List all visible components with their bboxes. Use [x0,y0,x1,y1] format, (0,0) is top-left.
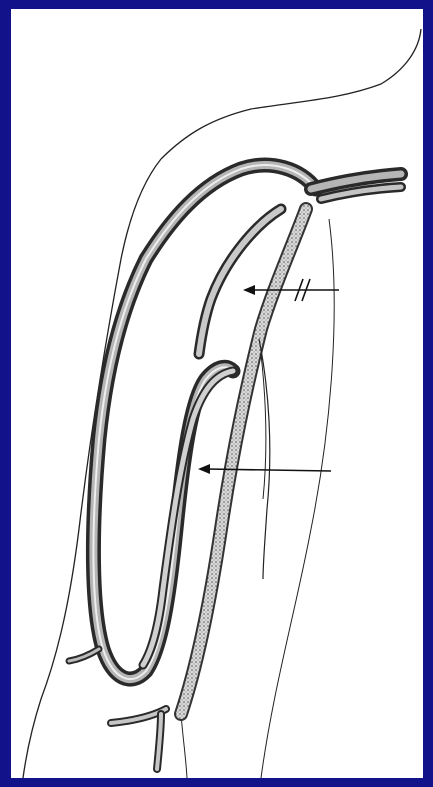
nerve-line-icon [259,339,270,579]
ligated-graft-segment-fill [199,209,281,354]
arm-outline-upper-icon [161,29,421,159]
illustration-panel [11,9,423,778]
ligated-graft-segment-icon [199,209,281,354]
forearm-outline-icon [181,714,187,778]
arm-vascular-diagram [11,9,423,778]
upper-arrowhead-icon [243,285,255,295]
lower-arrowhead-icon [198,464,210,474]
